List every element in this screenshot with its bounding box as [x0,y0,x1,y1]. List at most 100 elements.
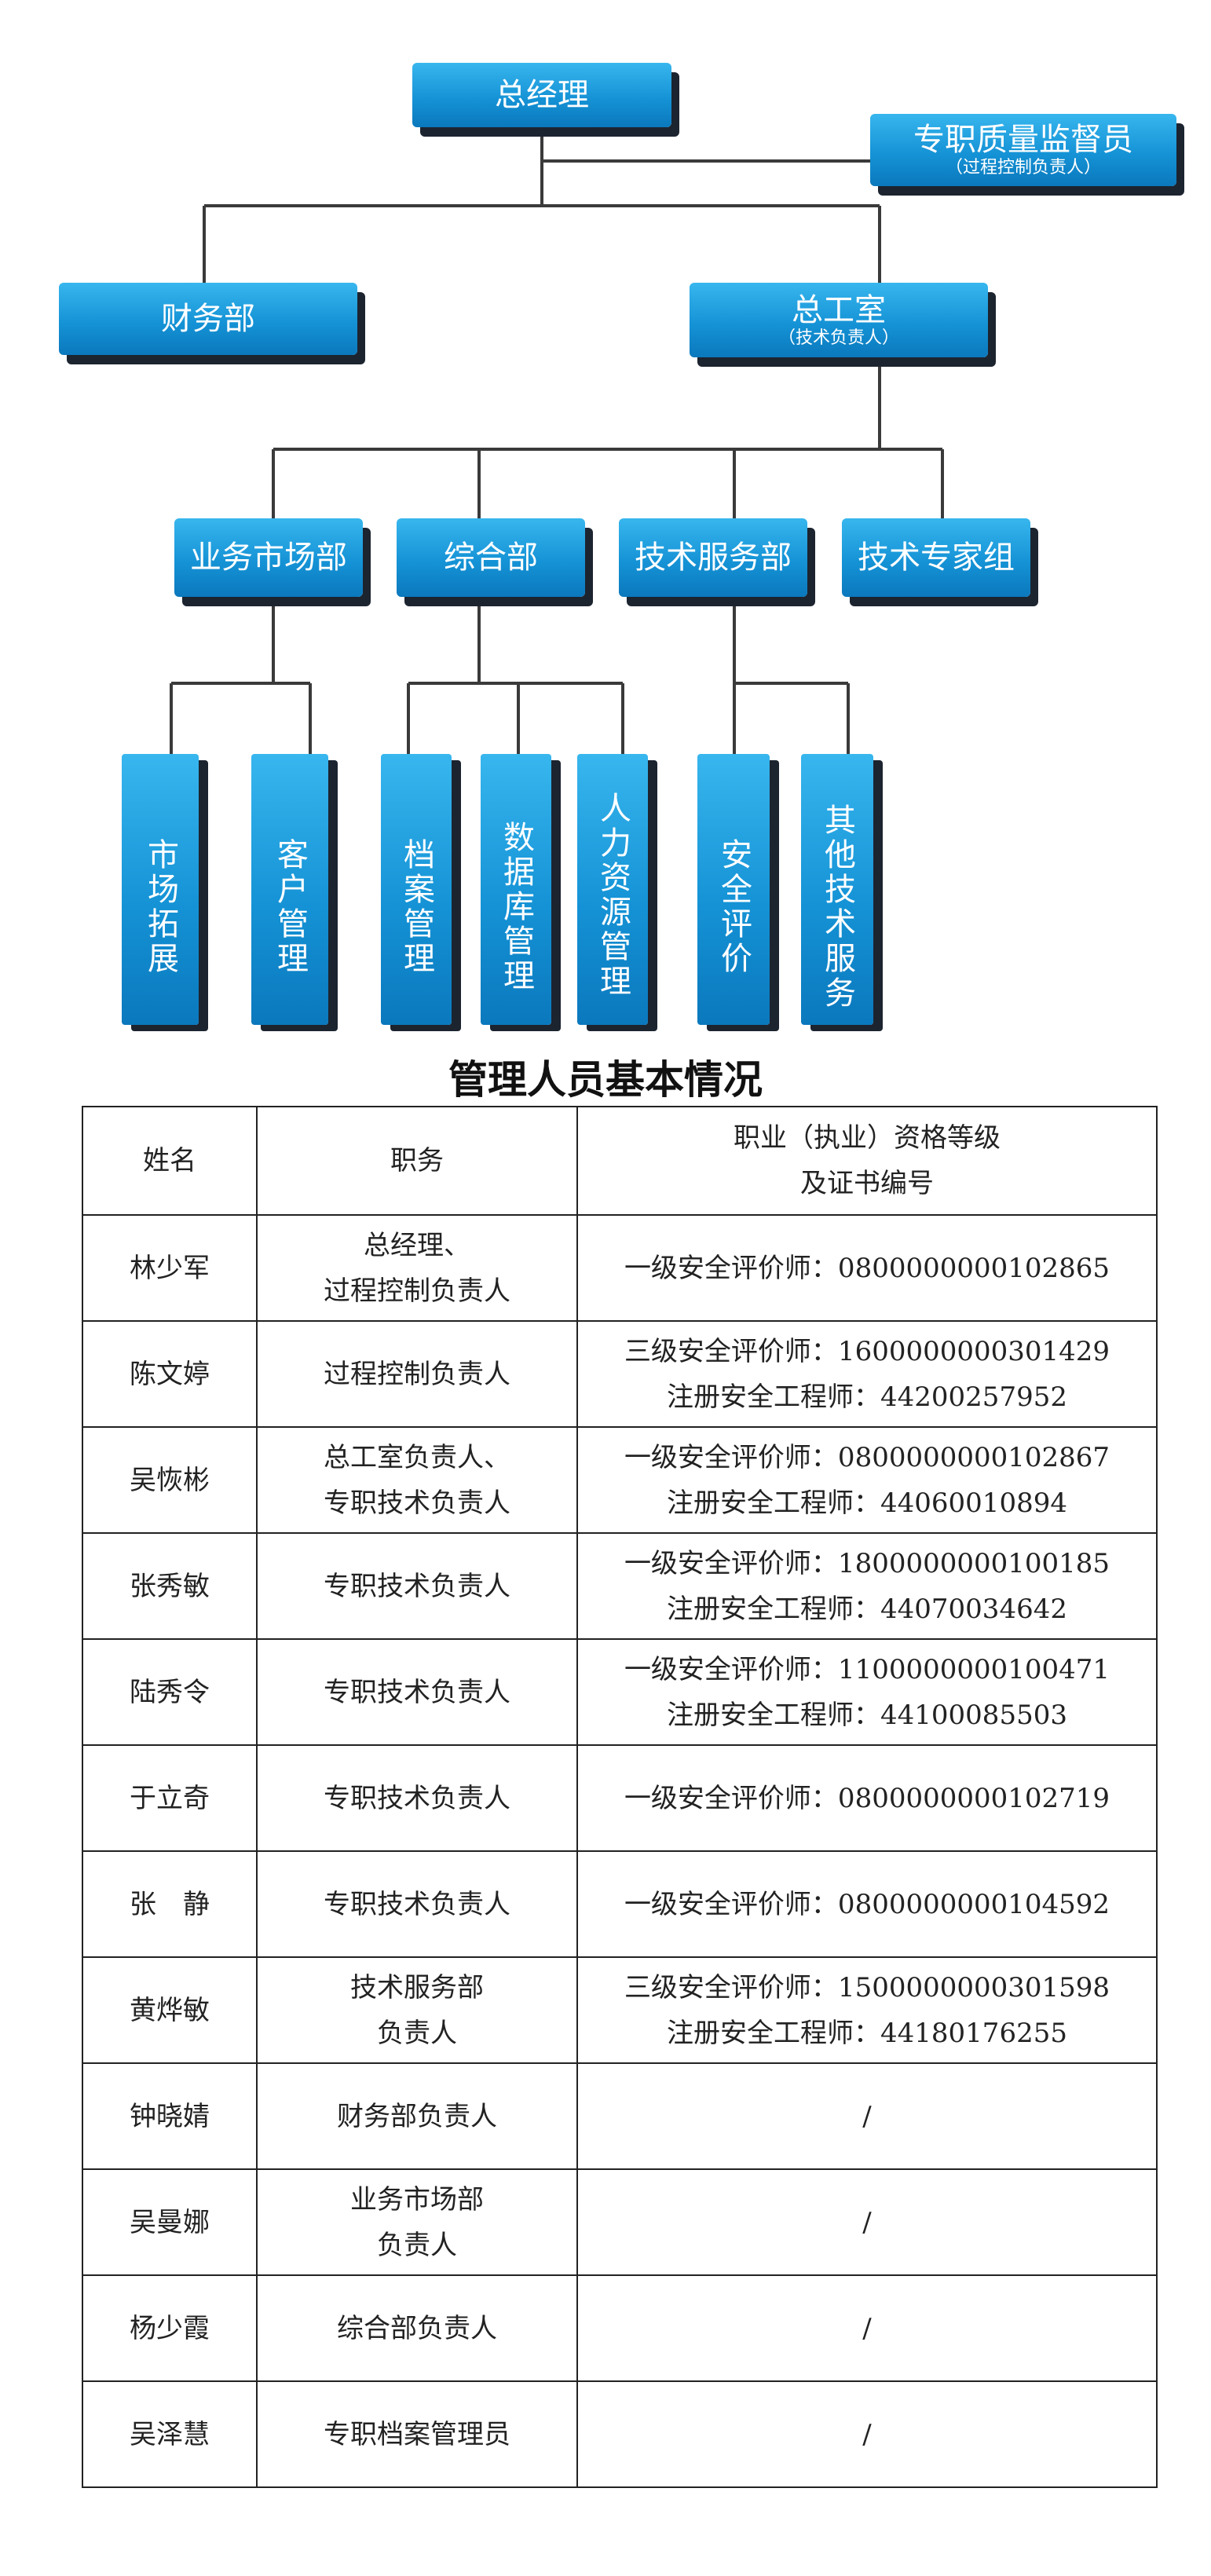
dept-label: 综合部 [444,540,538,576]
qualification-line: / [862,2418,872,2450]
position-line: 专职技术负责人 [324,1570,510,1602]
table-row: 吴恢彬总工室负责人、专职技术负责人一级安全评价师：080000000010286… [82,1426,1158,1534]
cell-position: 总经理、过程控制负责人 [256,1214,578,1322]
table-row: 吴泽慧 专职档案管理员 / [82,2380,1158,2488]
unit-box-safety-assessment: 安全评价 [697,754,770,1025]
cell-position: 技术服务部负责人 [256,1956,578,2064]
unit-box-customer-management: 客户管理 [251,754,328,1025]
table-row: 于立奇专职技术负责人一级安全评价师：0800000000102719 [82,1744,1158,1852]
qualification-line: 注册安全工程师：44180176255 [667,2017,1067,2049]
unit-label: 安全评价 [715,837,752,976]
qualification-line: 一级安全评价师：0800000000104592 [624,1888,1110,1920]
cell-qualification: 三级安全评价师：1600000000301429 注册安全工程师：44200257… [576,1320,1158,1428]
qualification-line: 三级安全评价师：1600000000301429 [624,1335,1110,1367]
table-row: 张 静专职技术负责人一级安全评价师：0800000000104592 [82,1850,1158,1958]
qualification-line: / [862,2312,872,2344]
table-row: 陈文婷 过程控制负责人 三级安全评价师：1600000000301429 注册安全工程… [82,1320,1158,1428]
quality-supervisor-label: 专职质量监督员 [913,122,1133,158]
staff-table: 姓名 职务 职业（执业）资格等级 及证书编号 林少军总经理、过程控制负责人一级安… [82,1106,1158,2488]
position-line: 综合部负责人 [337,2312,497,2344]
position-line: 专职技术负责人 [324,1676,510,1708]
qualification-line: 一级安全评价师：0800000000102719 [624,1782,1110,1814]
cell-name: 吴泽慧 [82,2380,258,2488]
cell-position: 综合部负责人 [256,2274,578,2382]
position-line: 业务市场部 [350,2183,484,2216]
header-qualification: 职业（执业）资格等级 及证书编号 [576,1106,1158,1216]
position-line: 财务部负责人 [337,2100,497,2132]
org-chart: 总经理 专职质量监督员 （过程控制负责人） 财务部 总工室 （技术负责人） 业务… [0,0,1211,1045]
position-line: 专职档案管理员 [324,2418,510,2450]
quality-supervisor-note: （过程控制负责人） [945,158,1101,177]
position-line: 技术服务部 [350,1971,484,2003]
unit-box-market-expansion: 市场拓展 [122,754,199,1025]
cell-name: 吴恢彬 [82,1426,258,1534]
cell-position: 财务部负责人 [256,2062,578,2170]
chief-engineer-office-note: （技术负责人） [777,327,899,348]
cell-name: 杨少霞 [82,2274,258,2382]
table-header-row: 姓名 职务 职业（执业）资格等级 及证书编号 [82,1106,1158,1216]
position-line: 负责人 [377,2017,457,2049]
unit-label: 客户管理 [272,837,308,976]
cell-name: 黄烨敏 [82,1956,258,2064]
unit-box-other-technical-services: 其他技术服务 [801,754,873,1025]
cell-qualification: / [576,2274,1158,2382]
position-line: 专职技术负责人 [324,1888,510,1920]
table-row: 吴曼娜 业务市场部负责人 / [82,2168,1158,2276]
dept-box-general-affairs: 综合部 [397,518,585,597]
cell-position: 过程控制负责人 [256,1320,578,1428]
cell-qualification: 一级安全评价师：0800000000102719 [576,1744,1158,1852]
cell-name: 陆秀令 [82,1638,258,1746]
qualification-line: 一级安全评价师：0800000000102865 [624,1252,1110,1284]
qualification-line: 注册安全工程师：44200257952 [667,1381,1067,1413]
position-line: 专职技术负责人 [324,1782,510,1814]
table-row: 杨少霞 综合部负责人 / [82,2274,1158,2382]
qualification-line: 注册安全工程师：44060010894 [667,1487,1067,1519]
cell-position: 专职技术负责人 [256,1532,578,1640]
cell-name: 林少军 [82,1214,258,1322]
dept-label: 技术服务部 [635,540,792,576]
unit-box-database-management: 数据库管理 [481,754,551,1025]
cell-qualification: / [576,2062,1158,2170]
header-qualification-line2: 及证书编号 [800,1168,934,1199]
dept-box-expert-group: 技术专家组 [842,518,1030,597]
cell-position: 专职技术负责人 [256,1744,578,1852]
cell-name: 张秀敏 [82,1532,258,1640]
qualification-line: 注册安全工程师：44070034642 [667,1593,1067,1625]
cell-name: 钟晓婧 [82,2062,258,2170]
unit-label: 人力资源管理 [595,791,631,999]
unit-label: 数据库管理 [498,820,534,993]
position-line: 总经理、 [364,1229,470,1261]
qualification-line: / [862,2100,872,2132]
position-line: 过程控制负责人 [324,1358,510,1390]
cell-qualification: 一级安全评价师：0800000000104592 [576,1850,1158,1958]
qualification-line: / [862,2206,872,2238]
cell-qualification: / [576,2168,1158,2276]
cell-name: 陈文婷 [82,1320,258,1428]
qualification-line: 一级安全评价师：1100000000100471 [624,1653,1110,1685]
dept-label: 技术专家组 [858,540,1015,576]
header-name: 姓名 [82,1106,258,1216]
dept-label: 业务市场部 [190,540,347,576]
general-manager-label: 总经理 [495,77,589,113]
position-line: 过程控制负责人 [324,1275,510,1307]
chief-engineer-office-box: 总工室 （技术负责人） [690,283,988,357]
header-qualification-line1: 职业（执业）资格等级 [734,1122,1001,1154]
table-row: 钟晓婧 财务部负责人 / [82,2062,1158,2170]
position-line: 总工室负责人、 [324,1441,510,1473]
chief-engineer-office-label: 总工室 [792,291,886,328]
cell-name: 吴曼娜 [82,2168,258,2276]
finance-dept-box: 财务部 [59,283,357,355]
cell-qualification: / [576,2380,1158,2488]
cell-qualification: 三级安全评价师：1500000000301598 注册安全工程师：44180176… [576,1956,1158,2064]
table-title: 管理人员基本情况 [448,1056,763,1103]
unit-label: 其他技术服务 [819,803,855,1011]
qualification-line: 三级安全评价师：1500000000301598 [624,1971,1110,2003]
finance-dept-label: 财务部 [161,301,255,337]
position-line: 负责人 [377,2229,457,2261]
